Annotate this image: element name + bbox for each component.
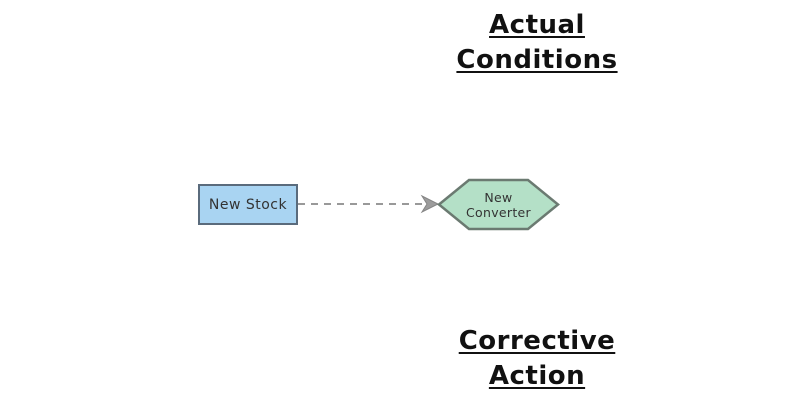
arrowhead-icon (420, 194, 440, 214)
hexagon-polygon (437, 178, 560, 231)
converter-hexagon-shape (437, 178, 560, 231)
converter-node-new-converter[interactable]: New Converter (437, 178, 560, 231)
label-corrective-action: Corrective Action (458, 326, 616, 391)
dashed-link-arrow (298, 194, 440, 214)
stock-node-label: New Stock (208, 196, 288, 213)
converter-node-label: New Converter (466, 189, 531, 220)
label-actual-conditions: Actual Conditions (456, 10, 618, 75)
stock-node-new-stock[interactable]: New Stock (198, 184, 298, 225)
